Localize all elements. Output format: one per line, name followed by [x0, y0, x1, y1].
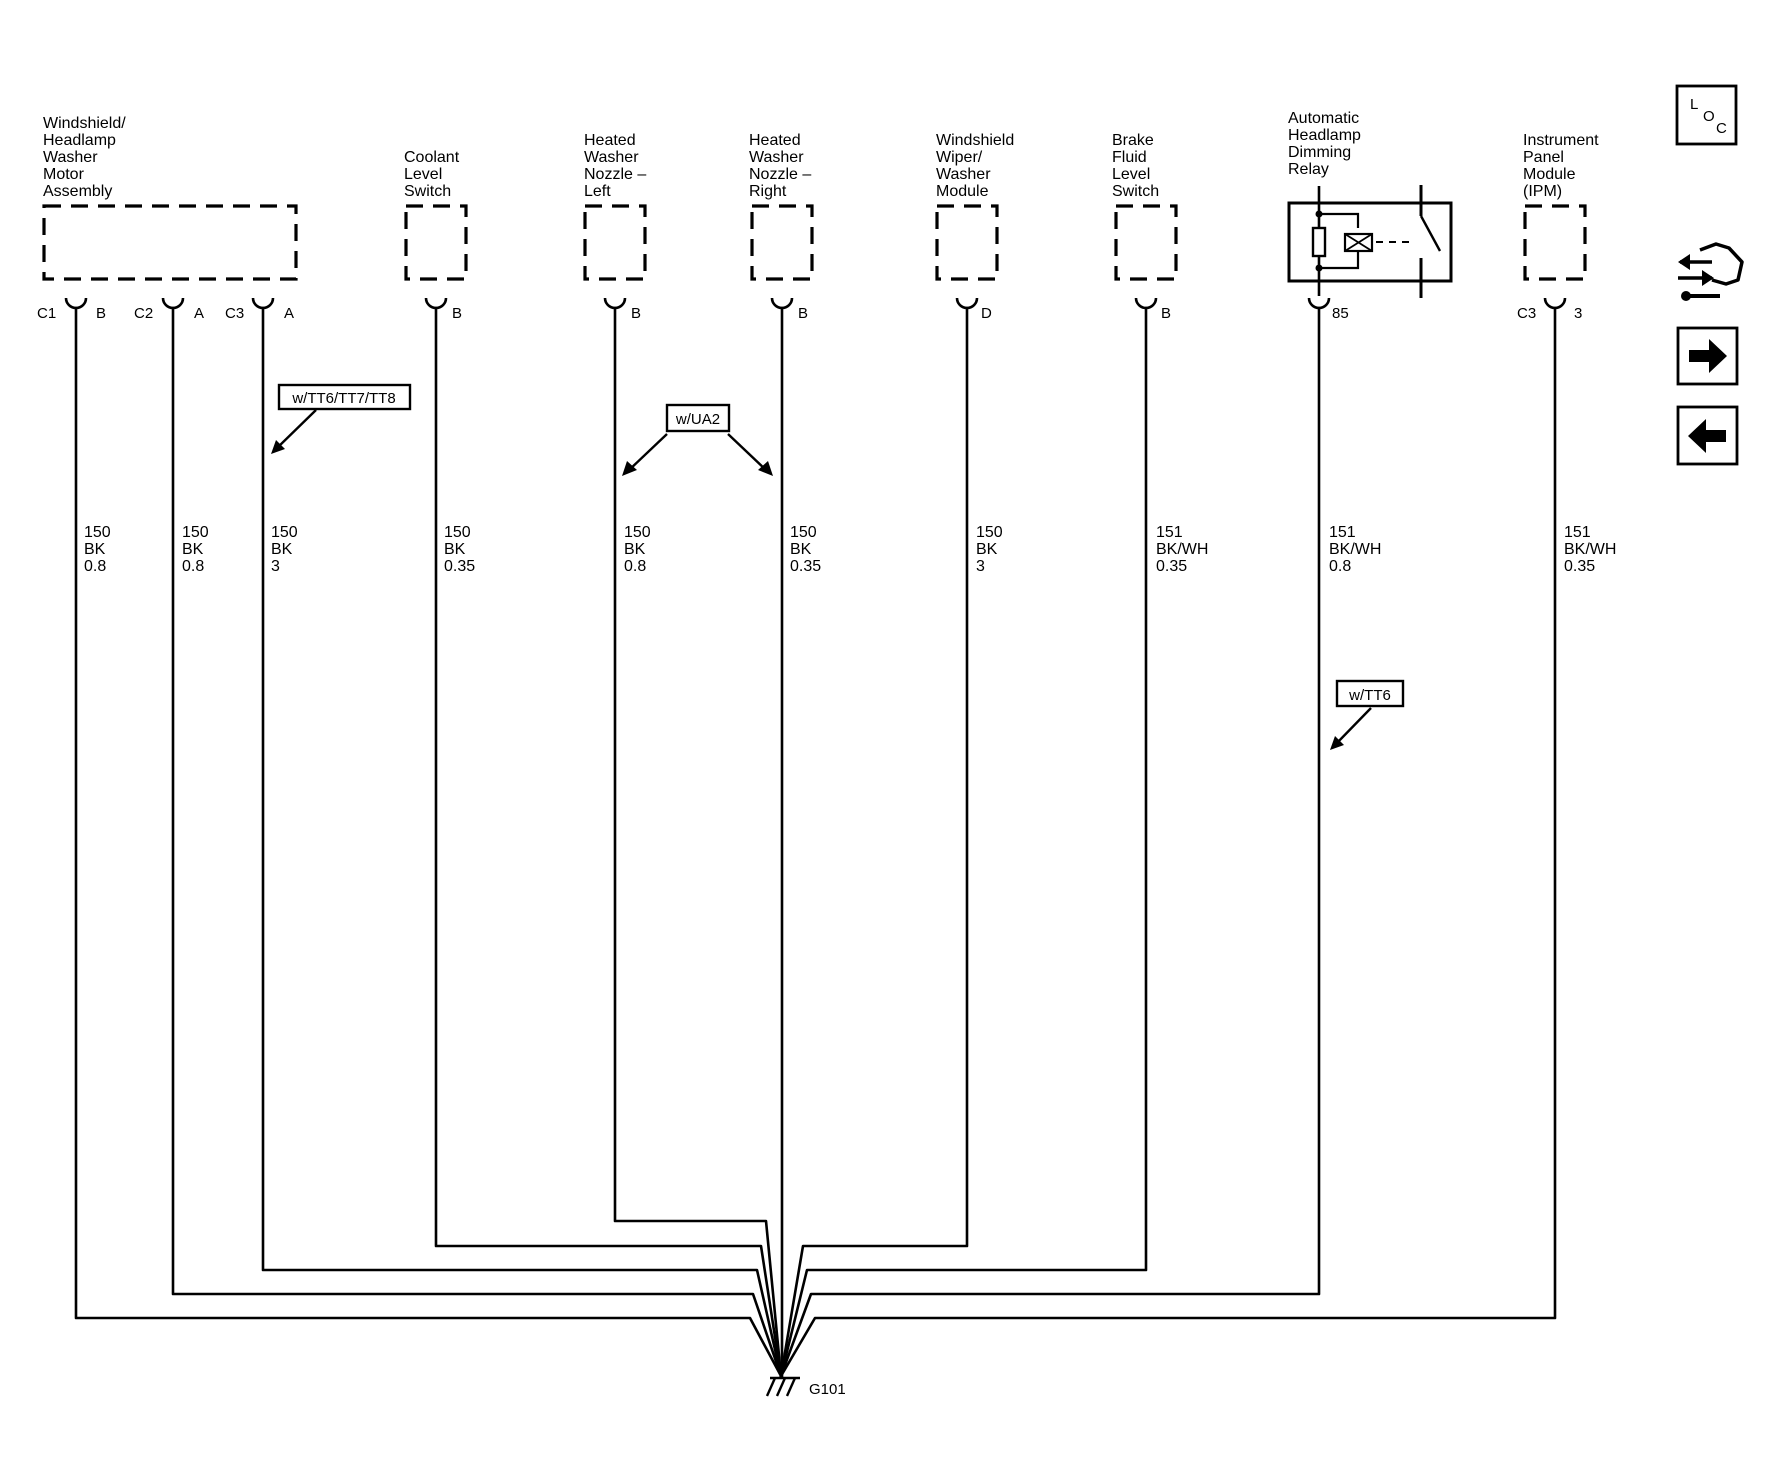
pin-label-washer-motor-c1: B	[96, 305, 106, 322]
component-label-nozzle-left: Heated Washer Nozzle – Left	[584, 132, 651, 200]
component-label-brake-fluid: Brake Fluid Level Switch	[1112, 132, 1159, 200]
ground-label: G101	[809, 1381, 846, 1398]
ground-wires	[74, 306, 1557, 1378]
connector-label-c2: C2	[134, 305, 153, 322]
wire-brake-fluid	[779, 306, 1148, 1378]
component-box-washer-motor	[42, 204, 298, 281]
wire-washer-motor-c1	[74, 306, 783, 1378]
pin-label-coolant: B	[452, 305, 462, 322]
component-label-washer-motor: Windshield/ Headlamp Washer Motor Assemb…	[43, 115, 130, 200]
connector-label-c1: C1	[37, 305, 56, 322]
component-box-wiper-module	[935, 204, 999, 281]
svg-text:w/TT6/TT7/TT8: w/TT6/TT7/TT8	[291, 390, 395, 407]
relay-symbol	[1287, 185, 1453, 298]
pin-label-relay: 85	[1332, 305, 1349, 322]
option-tag-tt6: w/TT6	[1330, 679, 1405, 750]
component-box-ipm	[1523, 204, 1587, 281]
component-label-nozzle-right: Heated Washer Nozzle – Right	[749, 132, 816, 200]
component-box-coolant-switch	[404, 204, 468, 281]
pin-label-nozzle-left: B	[631, 305, 641, 322]
pin-label-washer-motor-c3: A	[284, 305, 294, 322]
wire-washer-motor-c2	[171, 306, 783, 1378]
wire-relay	[779, 306, 1321, 1378]
connector-label-ipm-c3: C3	[1517, 305, 1536, 322]
svg-text:C: C	[1716, 120, 1727, 137]
wire-ipm	[779, 306, 1557, 1378]
option-tag-tt6-tt7-tt8: w/TT6/TT7/TT8	[271, 383, 412, 454]
pin-label-washer-motor-c2: A	[194, 305, 204, 322]
svg-text:w/TT6: w/TT6	[1348, 687, 1391, 704]
wire-wiper-module	[779, 306, 969, 1378]
connector-plug-icon[interactable]	[1678, 242, 1744, 301]
component-box-nozzle-left	[583, 204, 647, 281]
wire-washer-motor-c3	[261, 306, 783, 1378]
component-label-relay: Automatic Headlamp Dimming Relay	[1288, 110, 1365, 178]
connector-label-c3: C3	[225, 305, 244, 322]
loc-icon[interactable]: L O C	[1675, 84, 1738, 146]
pin-label-wiper-module: D	[981, 305, 992, 322]
arrow-right-icon[interactable]	[1676, 326, 1739, 386]
arrow-left-icon[interactable]	[1676, 405, 1739, 466]
svg-text:w/UA2: w/UA2	[675, 411, 720, 428]
svg-text:L: L	[1690, 96, 1698, 113]
wire-nozzle-left	[613, 306, 783, 1378]
pin-label-ipm: 3	[1574, 305, 1582, 322]
component-label-coolant-switch: Coolant Level Switch	[404, 149, 464, 200]
component-box-nozzle-right	[750, 204, 814, 281]
wire-coolant-switch	[434, 306, 783, 1378]
option-tag-ua2: w/UA2	[622, 403, 773, 476]
pin-label-nozzle-right: B	[798, 305, 808, 322]
component-label-ipm: Instrument Panel Module (IPM)	[1523, 132, 1603, 200]
svg-text:O: O	[1703, 108, 1715, 125]
component-box-brake-fluid	[1114, 204, 1178, 281]
ground-symbol	[765, 1376, 800, 1397]
pin-label-brake-fluid: B	[1161, 305, 1171, 322]
component-label-wiper-module: Windshield Wiper/ Washer Module	[936, 132, 1019, 200]
